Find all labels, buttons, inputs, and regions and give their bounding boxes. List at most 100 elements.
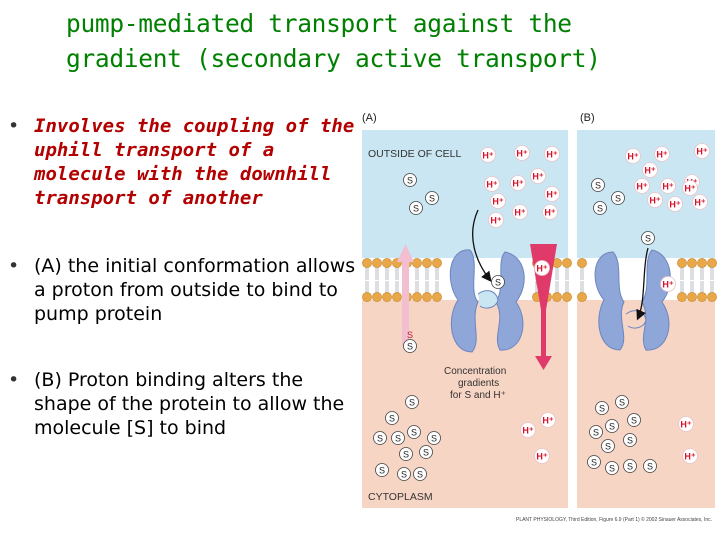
s-gradient-arrow: S (397, 244, 414, 346)
solute-molecule: S (611, 191, 625, 205)
lipid-head (577, 292, 587, 302)
lipid-head (362, 258, 372, 268)
solute-symbol: S (417, 470, 423, 480)
lipid-head (687, 292, 697, 302)
proton-ion: H⁺ (490, 193, 506, 209)
outside-cell-label: OUTSIDE OF CELL (368, 148, 462, 160)
proton-ion: H⁺ (484, 176, 500, 192)
bullet-dot: • (8, 255, 20, 277)
solute-molecule: S (623, 459, 637, 473)
solute-molecule: S (641, 231, 655, 245)
figure-credit: PLANT PHYSIOLOGY, Third Edition, Figure … (516, 516, 712, 523)
proton-symbol: H⁺ (684, 184, 695, 194)
solute-symbol: S (605, 442, 611, 452)
solute-symbol: S (389, 414, 395, 424)
solute-molecule: S (615, 395, 629, 409)
lipid-head (362, 292, 372, 302)
lipid-head (697, 258, 707, 268)
proton-ion: H⁺ (542, 204, 558, 220)
proton-symbol: H⁺ (546, 190, 557, 200)
bullet-dot: • (8, 369, 20, 391)
solute-molecule: S (601, 439, 615, 453)
solute-molecule: S (491, 275, 505, 289)
proton-symbol: H⁺ (662, 280, 673, 290)
solute-symbol: S (413, 204, 419, 214)
proton-symbol: H⁺ (512, 179, 523, 189)
solute-symbol: S (429, 194, 435, 204)
proton-symbol: H⁺ (546, 150, 557, 160)
proton-ion: H⁺ (634, 178, 650, 194)
proton-ion: H⁺ (510, 175, 526, 191)
panel-b-label: (B) (580, 112, 595, 124)
solute-symbol: S (647, 462, 653, 472)
solute-molecule: S (627, 413, 641, 427)
solute-symbol: S (627, 462, 633, 472)
transporter-protein-a (449, 249, 525, 353)
lipid-head (422, 292, 432, 302)
slide-title: pump-mediated transport against the grad… (66, 6, 716, 76)
title-line-2: gradient (secondary active transport) (66, 44, 601, 73)
gradient-caption-line: Concentration (444, 366, 506, 377)
solute-symbol: S (403, 450, 409, 460)
lipid-head (562, 292, 572, 302)
proton-symbol: H⁺ (684, 452, 695, 462)
transporter-protein-b (594, 249, 671, 351)
solute-molecule: S (589, 425, 603, 439)
s-arrow-label: S (407, 330, 413, 340)
lipid-head (412, 292, 422, 302)
solute-symbol: S (411, 428, 417, 438)
proton-symbol: H⁺ (644, 166, 655, 176)
proton-symbol: H⁺ (649, 196, 660, 206)
solute-symbol: S (631, 416, 637, 426)
solute-symbol: S (495, 278, 501, 288)
proton-ion: H⁺ (660, 276, 676, 292)
solute-molecule: S (391, 431, 405, 445)
solute-molecule: S (405, 395, 419, 409)
proton-ion: H⁺ (544, 146, 560, 162)
proton-ion: H⁺ (654, 146, 670, 162)
proton-ion: H⁺ (647, 192, 663, 208)
lipid-head (422, 258, 432, 268)
lipid-head (577, 258, 587, 268)
proton-ion: H⁺ (512, 204, 528, 220)
lipid-head (562, 258, 572, 268)
solute-symbol: S (409, 398, 415, 408)
proton-symbol: H⁺ (514, 208, 525, 218)
lipid-head (697, 292, 707, 302)
lipid-head (412, 258, 422, 268)
lipid-head (372, 292, 382, 302)
solute-molecule: S (605, 461, 619, 475)
proton-symbol: H⁺ (544, 208, 555, 218)
proton-ion: H⁺ (682, 448, 698, 464)
lipid-head (677, 292, 687, 302)
proton-symbol: H⁺ (482, 151, 493, 161)
proton-binding-arrow-a (472, 209, 492, 283)
lipid-head (552, 292, 562, 302)
solute-molecule: S (591, 178, 605, 192)
solute-symbol: S (395, 434, 401, 444)
proton-ion: H⁺ (678, 416, 694, 432)
solute-molecule: S (409, 201, 423, 215)
gradient-caption-line: gradients (458, 378, 499, 389)
solute-symbol: S (599, 404, 605, 414)
solute-symbol: S (407, 176, 413, 186)
lipid-head (382, 292, 392, 302)
proton-ion: H⁺ (530, 168, 546, 184)
lipid-head (707, 292, 717, 302)
solute-symbol: S (645, 234, 651, 244)
proton-ion: H⁺ (544, 186, 560, 202)
proton-symbol: H⁺ (627, 152, 638, 162)
panel-a-background (362, 130, 568, 508)
solute-symbol: S (593, 428, 599, 438)
proton-ion: H⁺ (534, 448, 550, 464)
proton-ion: H⁺ (488, 212, 504, 228)
lipid-head (372, 258, 382, 268)
solute-molecule: S (605, 419, 619, 433)
cytoplasm-label: CYTOPLASM (368, 491, 433, 503)
solute-molecule: S (413, 467, 427, 481)
bullet-text: (B) Proton binding alters the shape of t… (34, 369, 345, 439)
solute-symbol: S (597, 204, 603, 214)
bullet-text: Involves the coupling of the uphill tran… (34, 115, 355, 209)
proton-ion: H⁺ (667, 196, 683, 212)
